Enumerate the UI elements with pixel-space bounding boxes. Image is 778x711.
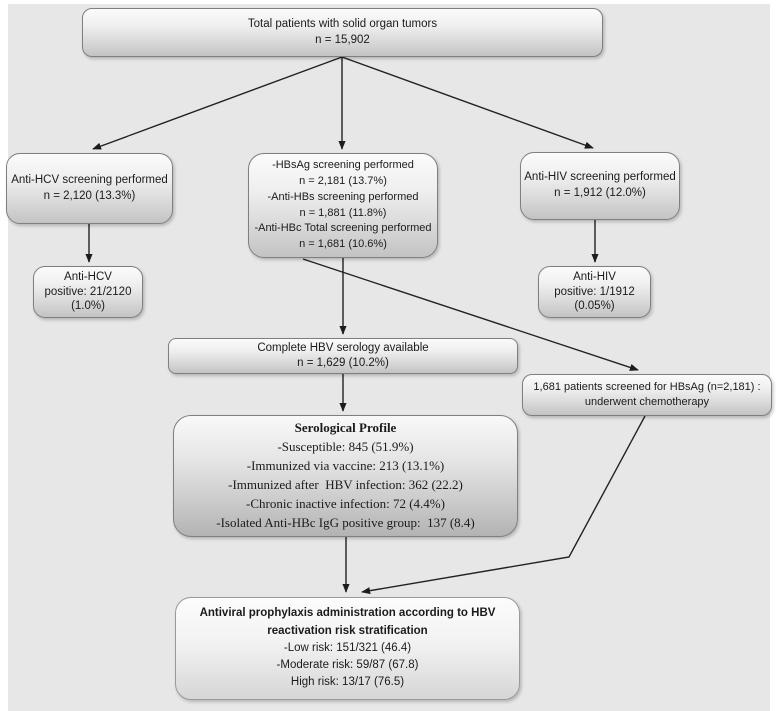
- node-complete-hbv-serology: Complete HBV serology available n = 1,62…: [168, 338, 518, 374]
- node-text-line: Complete HBV serology available: [257, 342, 429, 355]
- node-text-line: 1,681 patients screened for HBsAg (n=2,1…: [533, 381, 761, 394]
- node-text-line: n = 1,629 (10.2%): [297, 357, 389, 369]
- node-text-line: positive: 1/1912: [554, 285, 635, 298]
- node-text-line: -Anti-HBc Total screening performed: [254, 222, 432, 235]
- node-text-line: (0.05%): [574, 300, 615, 313]
- node-text-line: n = 1,912 (12.0%): [554, 187, 646, 199]
- node-text-line: -Moderate risk: 59/87 (67.8): [276, 659, 419, 672]
- node-text-line: positive: 21/2120: [44, 285, 132, 298]
- node-text-line: -Immunized after HBV infection: 362 (22.…: [228, 477, 463, 492]
- node-anti-hcv-positive: Anti-HCV positive: 21/2120 (1.0%): [33, 266, 143, 318]
- node-text-line: Anti-HIV: [573, 270, 616, 283]
- node-text-line: Anti-HIV screening performed: [524, 171, 676, 184]
- node-text-line: n = 1,881 (11.8%): [299, 206, 387, 219]
- node-text-line: Total patients with solid organ tumors: [247, 17, 438, 30]
- node-text-line: n = 15,902: [315, 33, 370, 46]
- node-antiviral-prophylaxis: Antiviral prophylaxis administration acc…: [175, 597, 520, 700]
- node-text-line: n = 1,681 (10.6%): [299, 238, 387, 251]
- node-text-line: underwent chemotherapy: [584, 396, 710, 408]
- node-text-line: n = 2,120 (13.3%): [43, 189, 136, 202]
- node-text-line: High risk: 13/17 (76.5): [290, 676, 405, 689]
- node-chemotherapy: 1,681 patients screened for HBsAg (n=2,1…: [522, 374, 772, 416]
- node-total-patients: Total patients with solid organ tumors n…: [82, 8, 603, 57]
- node-title: Serological Profile: [294, 420, 397, 436]
- node-text-line: -Chronic inactive infection: 72 (4.4%): [246, 495, 445, 511]
- node-text-line: -Immunized via vaccine: 213 (13.1%): [246, 458, 445, 474]
- node-text-line: -Anti-HBs screening performed: [267, 190, 419, 203]
- node-hbv-screening: -HBsAg screening performed n = 2,181 (13…: [248, 153, 438, 258]
- node-text-line: (1.0%): [71, 300, 105, 313]
- node-title: reactivation risk stratification: [267, 624, 428, 637]
- node-anti-hcv-screening: Anti-HCV screening performed n = 2,120 (…: [6, 153, 173, 224]
- node-serological-profile: Serological Profile -Susceptible: 845 (5…: [173, 415, 518, 537]
- node-text-line: -Low risk: 151/321 (46.4): [283, 641, 412, 654]
- node-anti-hiv-positive: Anti-HIV positive: 1/1912 (0.05%): [538, 266, 651, 318]
- node-title: Antiviral prophylaxis administration acc…: [199, 607, 496, 620]
- node-anti-hiv-screening: Anti-HIV screening performed n = 1,912 (…: [520, 152, 680, 220]
- node-text-line: -HBsAg screening performed: [272, 158, 414, 171]
- node-text-line: Anti-HCV: [64, 270, 112, 283]
- node-text-line: -Susceptible: 845 (51.9%): [277, 439, 414, 455]
- node-text-line: -Isolated Anti-HBc IgG positive group: 1…: [216, 514, 475, 530]
- node-text-line: n = 2,181 (13.7%): [299, 174, 387, 187]
- node-text-line: Anti-HCV screening performed: [11, 173, 168, 186]
